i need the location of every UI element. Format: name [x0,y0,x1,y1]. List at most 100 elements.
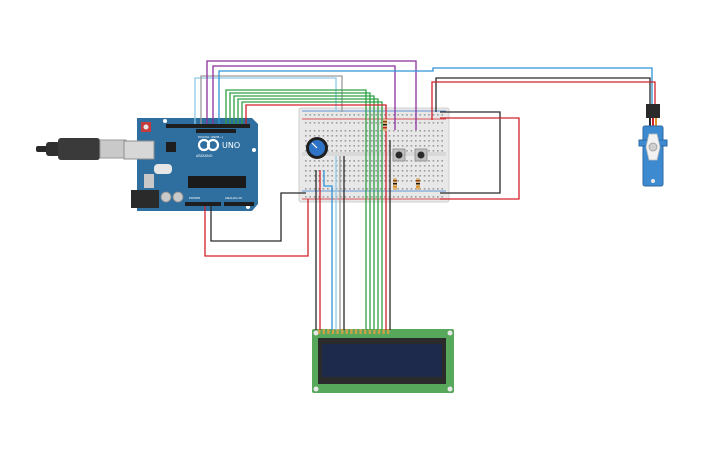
potentiometer[interactable] [306,137,328,159]
breadboard-hole [432,180,435,182]
lcd-pin[interactable] [336,329,339,334]
lcd-pin[interactable] [327,329,330,334]
wire-servo-ground[interactable] [435,77,651,112]
wire-lcd[interactable] [323,170,333,330]
lcd-pin[interactable] [341,329,344,334]
breadboard-hole [344,150,347,152]
breadboard-hole [344,130,347,132]
breadboard-hole [397,170,399,172]
breadboard-hole [349,140,351,142]
wire-purple[interactable] [206,60,417,130]
power-header[interactable] [185,202,221,206]
usb-cable-end [36,146,48,152]
breadboard-hole [428,196,430,198]
breadboard-hole [335,150,338,152]
breadboard-hole [353,175,355,177]
breadboard-hole [357,175,360,177]
breadboard-hole [349,196,351,198]
breadboard-hole [441,135,443,137]
wire-gray[interactable] [200,75,343,124]
breadboard-hole [393,165,395,167]
breadboard-hole [428,160,430,162]
lcd-pin[interactable] [350,329,353,334]
wire-lightblue[interactable] [194,77,337,124]
digital-header[interactable] [166,124,250,128]
servo-shaft [648,142,658,152]
breadboard-hole [327,175,329,177]
breadboard-hole [406,188,408,190]
resistor-1[interactable] [383,119,387,131]
resistor-3[interactable] [416,178,420,190]
lcd-mount-hole [313,386,319,392]
breadboard-hole [357,130,360,132]
analog-header[interactable] [224,202,254,206]
atmega-chip [188,176,246,188]
lcd-pin[interactable] [368,329,371,334]
breadboard-hole [371,140,373,142]
breadboard-hole [423,140,426,142]
breadboard-hole [423,180,426,182]
arduino-uno[interactable]: UNO ARDUINO DIGITAL (PWM~) POWER ANALOG … [123,118,258,211]
breadboard-hole [327,122,329,124]
breadboard-hole [397,165,399,167]
breadboard-hole [379,145,382,147]
lcd-16x2[interactable] [312,329,454,393]
wires [194,60,656,330]
lcd-pin[interactable] [345,329,348,334]
push-button-2[interactable] [414,148,428,162]
breadboard-hole [331,170,333,172]
lcd-pin[interactable] [354,329,358,334]
breadboard-hole [340,188,342,190]
lcd-pin[interactable] [382,329,385,334]
breadboard-hole [388,122,391,124]
wire-red[interactable] [245,104,387,124]
breadboard-hole [340,114,342,116]
wire-purple[interactable] [212,65,396,130]
wire-power-loop[interactable] [440,117,520,200]
lcd-mount-hole [447,330,453,336]
breadboard-hole [419,122,421,124]
wire-green[interactable] [241,101,383,124]
breadboard-hole [362,180,364,182]
breadboard-hole [344,180,347,182]
micro-servo[interactable] [638,104,668,187]
breadboard-hole [309,180,311,182]
lcd-pin[interactable] [331,329,335,334]
wire-ground-loop[interactable] [440,111,501,194]
breadboard-hole [327,188,329,190]
lcd-pin[interactable] [377,329,381,334]
resistor-2[interactable] [393,178,397,190]
button-cap[interactable] [395,151,403,159]
breadboard-hole [393,114,395,116]
button-cap[interactable] [417,151,425,159]
breadboard-hole [384,180,386,182]
wire-5v-arduino[interactable] [204,199,309,257]
lcd-pin[interactable] [364,329,367,334]
breadboard-hole [406,135,408,137]
breadboard-hole [318,114,320,116]
breadboard-hole [327,165,329,167]
usb-cable[interactable] [36,138,127,160]
breadboard-hole [397,130,399,132]
lcd-pin-header[interactable] [318,329,390,334]
lcd-pin[interactable] [322,329,325,334]
breadboard-hole [313,180,316,182]
lcd-pin[interactable] [318,329,321,334]
breadboard-hole [362,135,364,137]
breadboard-hole [401,180,404,182]
wire-ground-arduino[interactable] [210,192,306,242]
usb-chip [166,142,176,152]
breadboard-hole [423,188,426,190]
servo-connector[interactable] [646,104,660,118]
breadboard-hole [322,188,325,190]
lcd-pin[interactable] [387,329,390,334]
breadboard-hole [327,140,329,142]
wire-blue-servo-signal[interactable] [218,67,653,124]
wire-green[interactable] [233,95,375,124]
wire-servo-power[interactable] [431,81,656,120]
push-button-1[interactable] [392,148,406,162]
breadboard-hole [393,130,395,132]
lcd-pin[interactable] [359,329,362,334]
lcd-pin[interactable] [373,329,376,334]
wire-green[interactable] [225,89,367,124]
